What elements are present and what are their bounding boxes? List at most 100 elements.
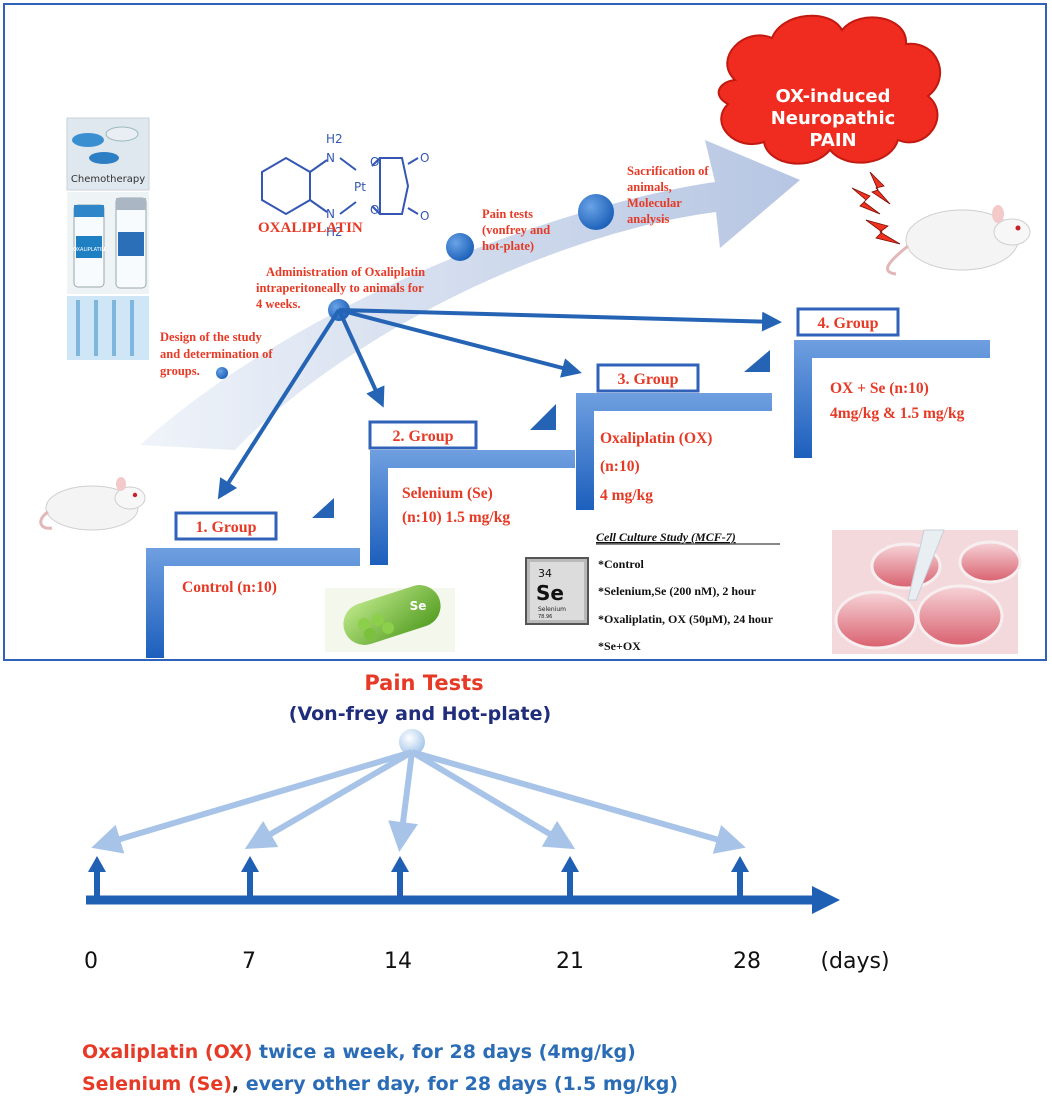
atom-n-bottom: N — [326, 207, 335, 221]
day-tick-head — [241, 856, 259, 872]
group-1-step — [146, 548, 360, 658]
selenium-element-tile: 34 Se Selenium 78.96 — [525, 557, 589, 625]
dosing-note-oxaliplatin: Oxaliplatin (OX) twice a week, for 28 da… — [82, 1041, 636, 1063]
step-sacrifice-line: Molecular — [627, 196, 682, 210]
step-design-line: groups. — [160, 364, 200, 378]
progress-arrow — [140, 140, 800, 450]
day-tick-head — [731, 856, 749, 872]
day-label: 7 — [242, 949, 256, 974]
group-3-info: 4 mg/kg — [600, 487, 653, 504]
day-tick — [567, 868, 573, 896]
outcome-line1: OX-induced — [776, 86, 891, 107]
group-2-corner — [530, 404, 556, 430]
selenium-capsule: Se — [325, 585, 455, 652]
group-4-label: 4. Group — [817, 315, 878, 332]
group-3-step — [576, 393, 772, 510]
timeline-axis-head — [812, 886, 840, 914]
atom-h2-top: H2 — [326, 132, 343, 146]
step-pain-line: (vonfrey and — [482, 223, 550, 237]
group-1-tab — [174, 511, 278, 541]
branch-arrow-group1 — [217, 308, 341, 500]
outcome-line3: PAIN — [809, 130, 856, 151]
step-design-line: and determination of — [160, 347, 273, 361]
day-ticks — [88, 856, 749, 896]
dosing-note-selenium: Selenium (Se), every other day, for 28 d… — [82, 1073, 678, 1095]
day-label: 21 — [556, 949, 584, 974]
atom-o3: O — [420, 151, 429, 165]
group-1-info: Control (n:10) — [182, 579, 277, 596]
cell-culture-item: *Se+OX — [598, 639, 641, 653]
atom-o4: O — [420, 209, 429, 223]
note-schedule: twice a week, for 28 days (4mg/kg) — [252, 1041, 635, 1063]
atom-n-top: N — [326, 151, 335, 165]
atom-o2: O — [370, 203, 379, 217]
pain-test-arrow — [244, 749, 414, 850]
fan-arrows — [91, 749, 746, 854]
step-design-line: Design of the study — [160, 330, 262, 344]
step-administration-text: Administration of Oxaliplatin intraperit… — [256, 265, 425, 311]
cell-culture-study: Cell Culture Study (MCF-7) *Control *Sel… — [596, 530, 780, 653]
well-plate-photo — [832, 529, 1022, 654]
pain-cloud: OX-induced Neuropathic PAIN — [717, 14, 942, 165]
step-pain-line: hot-plate) — [482, 239, 534, 253]
branch-arrow-group2 — [337, 309, 385, 408]
outcome-line2: Neuropathic — [771, 108, 896, 129]
group-3-info: (n:10) — [600, 458, 640, 475]
atom-o1: O — [370, 155, 379, 169]
day-tick — [737, 868, 743, 896]
group-4-step — [794, 340, 990, 458]
day-label: 28 — [733, 949, 761, 974]
step-dot-pain-tests — [446, 233, 474, 261]
cell-culture-title: Cell Culture Study (MCF-7) — [596, 530, 736, 544]
step-admin-line: 4 weeks. — [256, 297, 300, 311]
chemo-label: Chemotherapy — [71, 174, 145, 185]
group-2-label: 2. Group — [392, 428, 453, 445]
branch-arrow-group4 — [338, 308, 782, 332]
step-admin-line: intraperitoneally to animals for — [256, 281, 424, 295]
group-1: 1. Group Control (n:10) — [146, 498, 360, 658]
atom-pt: Pt — [354, 180, 366, 194]
group-3-info: Oxaliplatin (OX) — [600, 430, 712, 447]
timeline-subtitle: (Von-frey and Hot-plate) — [289, 703, 551, 725]
day-tick — [247, 868, 253, 896]
pain-test-arrow — [410, 749, 576, 850]
step-dot-design — [216, 367, 228, 379]
oxaliplatin-structure — [261, 156, 419, 216]
group-2-info: Selenium (Se) — [402, 485, 493, 502]
day-label: 0 — [84, 949, 98, 974]
step-pain-text: Pain tests (vonfrey and hot-plate) — [482, 207, 550, 253]
group-4-info: OX + Se (n:10) — [830, 380, 929, 397]
group-2: 2. Group Selenium (Se) (n:10) 1.5 mg/kg — [368, 404, 575, 565]
group-3-label: 3. Group — [617, 371, 678, 388]
note-sep: , — [232, 1073, 239, 1095]
step-design-text: Design of the study and determination of… — [160, 330, 273, 378]
pain-test-arrow — [388, 751, 418, 852]
drug-name: OXALIPLATIN — [258, 220, 363, 236]
day-tick — [397, 868, 403, 896]
branch-arrow-group3 — [338, 308, 582, 378]
protocol-panel — [3, 3, 1047, 661]
capsule-label: Se — [410, 599, 427, 613]
note-drug: Oxaliplatin (OX) — [82, 1041, 252, 1063]
rat-icon-left — [39, 477, 146, 531]
rat-icon-right — [886, 205, 1031, 276]
vial-label: OXALIPLATIN — [73, 247, 105, 253]
group-1-corner — [312, 498, 334, 518]
pain-test-arrow — [91, 749, 413, 854]
step-sacrifice-line: analysis — [627, 212, 670, 226]
day-tick — [94, 868, 100, 896]
cell-culture-item: *Oxaliplatin, OX (50µM), 24 hour — [598, 612, 774, 626]
pain-test-arrow — [411, 749, 746, 854]
lightning-icon — [851, 171, 901, 245]
group-4-info: 4mg/kg & 1.5 mg/kg — [830, 405, 965, 422]
element-symbol: Se — [536, 581, 564, 605]
cell-culture-item: *Control — [598, 557, 644, 571]
group-branch-arrows — [217, 308, 782, 500]
group-1-label: 1. Group — [195, 519, 256, 536]
step-sacrifice-line: Sacrification of — [627, 164, 709, 178]
atom-h2-bottom: H2 — [326, 225, 343, 239]
group-4-tab — [796, 307, 900, 337]
step-dot-sacrifice — [578, 194, 614, 230]
note-drug: Selenium (Se) — [82, 1073, 232, 1095]
group-3-corner — [744, 350, 770, 372]
